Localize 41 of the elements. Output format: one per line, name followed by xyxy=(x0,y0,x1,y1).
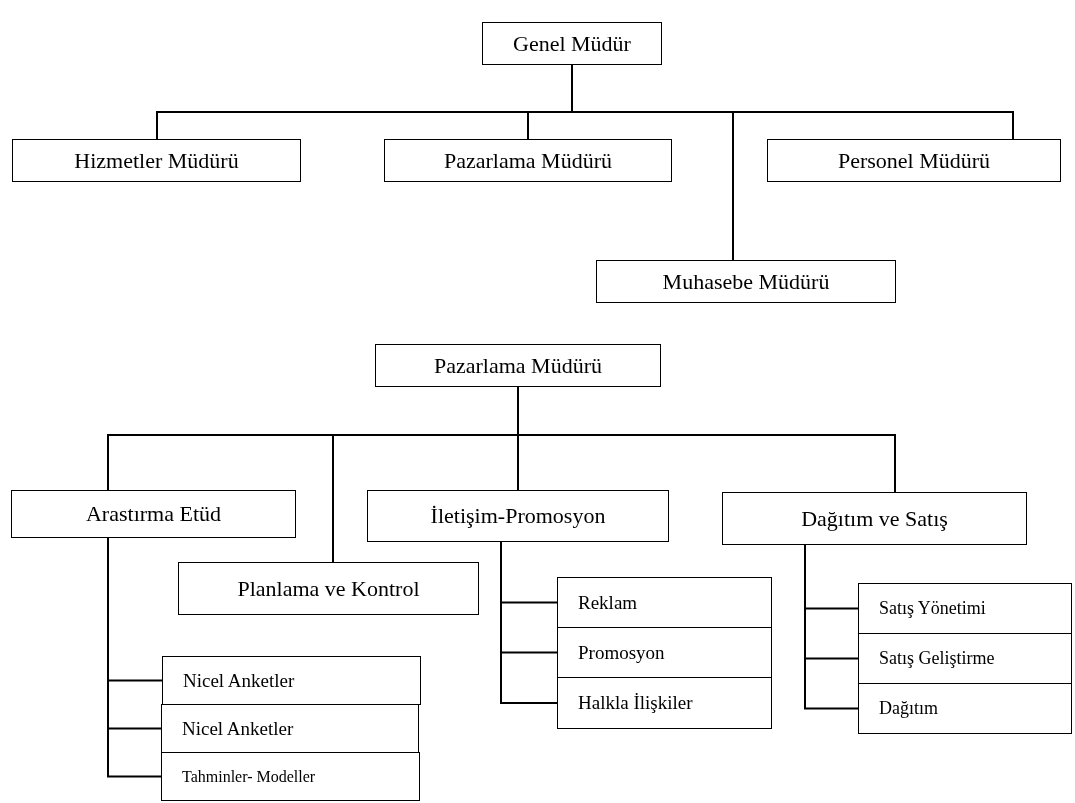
box-label: Nicel Anketler xyxy=(183,669,295,692)
box-label: Dağıtım ve Satış xyxy=(801,505,948,532)
box-label: Reklam xyxy=(578,591,638,614)
box-label: Pazarlama Müdürü xyxy=(444,147,612,174)
box-label: İletişim-Promosyon xyxy=(430,503,606,529)
box-label: Halkla İlişkiler xyxy=(578,692,693,714)
org-box xyxy=(161,704,419,753)
org-box xyxy=(384,139,672,182)
org-box xyxy=(557,577,772,628)
connector-line xyxy=(500,541,558,704)
org-box xyxy=(722,492,1027,545)
box-label: Planlama ve Kontrol xyxy=(237,575,420,602)
box-label: Hizmetler Müdürü xyxy=(74,147,239,174)
org-box xyxy=(161,752,420,801)
org-box xyxy=(858,583,1072,634)
org-box xyxy=(767,139,1061,182)
box-label: Satış Geliştirme xyxy=(879,648,995,669)
org-box xyxy=(162,656,421,705)
org-box xyxy=(858,633,1072,684)
box-label: Pazarlama Müdürü xyxy=(434,352,602,379)
connector-line xyxy=(107,537,162,778)
box-label: Nicel Anketler xyxy=(182,717,294,740)
org-box xyxy=(11,490,296,538)
box-label: Tahminler- Modeller xyxy=(182,767,316,786)
org-box xyxy=(596,260,896,303)
box-label: Arastırma Etüd xyxy=(86,501,221,527)
box-label: Dağıtım xyxy=(879,698,938,719)
box-label: Genel Müdür xyxy=(513,30,631,57)
box-label: Muhasebe Müdürü xyxy=(662,268,830,295)
org-box xyxy=(858,683,1072,734)
org-box xyxy=(482,22,662,65)
org-box xyxy=(375,344,661,387)
org-box xyxy=(557,627,772,678)
org-box xyxy=(12,139,301,182)
org-box xyxy=(367,490,669,542)
box-label: Satış Yönetimi xyxy=(879,598,986,619)
org-box xyxy=(178,562,479,615)
connector-line xyxy=(804,544,859,710)
box-label: Promosyon xyxy=(578,641,665,664)
box-label: Personel Müdürü xyxy=(837,147,991,174)
org-box xyxy=(557,677,772,729)
